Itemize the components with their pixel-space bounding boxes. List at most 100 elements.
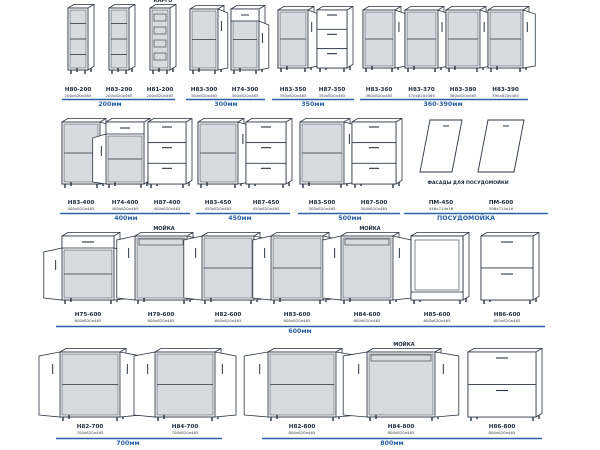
group-label: 360-390мм — [423, 101, 462, 108]
cabinet-size: 600x820x465 — [354, 318, 381, 323]
cabinet-size: 600x820x465 — [494, 318, 521, 323]
cabinet-code: Н86-600 — [494, 312, 521, 318]
cabinet-code: Н84-600 — [354, 312, 381, 318]
cabinet-size: 300x820x465 — [191, 93, 218, 98]
cabinet-code: Н74-300 — [232, 87, 259, 93]
cabinet-note: МОЙКА — [359, 224, 380, 232]
cabinet-size: 450x820x465 — [253, 206, 280, 211]
cabinet-size: 450x820x465 — [205, 206, 232, 211]
facade-size: 446x714x16 — [429, 206, 454, 211]
width-group-посудомойка: ПОСУДОМОЙКА — [404, 212, 548, 222]
cabinet-code: Н84-800 — [388, 424, 415, 430]
cabinet-size: 600x820x465 — [148, 318, 175, 323]
cabinet-code: Н81-200 — [147, 87, 174, 93]
cabinet-code: Н83-500 — [309, 200, 336, 206]
cabinet-code: Н84-700 — [172, 424, 199, 430]
facade-size: 596x714x16 — [489, 206, 514, 211]
cabinet-size: 380x820x465 — [450, 93, 477, 98]
cabinet-size: 600x820x465 — [424, 318, 451, 323]
group-label: ПОСУДОМОЙКА — [437, 213, 495, 222]
width-group-200мм: 200мм — [62, 98, 175, 108]
group-label: 300мм — [214, 101, 237, 108]
width-group-700мм: 700мм — [56, 437, 222, 447]
cabinet-drawings: Н80-200200x820x465Н83-200200x820x465КАРГ… — [38, 0, 543, 435]
cabinet-code: Н83-600 — [284, 312, 311, 318]
cabinet-size: 800x820x465 — [489, 430, 516, 435]
width-group-350мм: 350мм — [272, 98, 354, 108]
cabinet-code: Н80-200 — [65, 87, 92, 93]
cabinet-size: 400x820x465 — [68, 206, 95, 211]
cabinet-size: 350x820x465 — [319, 93, 346, 98]
cabinet-code: Н83-370 — [408, 87, 435, 93]
facade-code: ПМ-450 — [429, 200, 453, 206]
width-group-300мм: 300мм — [186, 98, 265, 108]
cabinet-code: Н83-200 — [106, 87, 133, 93]
cabinet-size: 400x820x465 — [154, 206, 181, 211]
cabinet-size: 350x820x465 — [280, 93, 307, 98]
cabinet-note: КАРГО — [153, 0, 172, 4]
cabinet-code: Н82-600 — [215, 312, 242, 318]
cabinet-size: 200x820x465 — [106, 93, 133, 98]
cabinet-code: Н79-600 — [148, 312, 175, 318]
cabinet-code: Н83-450 — [205, 200, 232, 206]
cabinet-code: Н83-390 — [492, 87, 519, 93]
group-label: 600мм — [288, 328, 311, 335]
cabinet-size: 800x820x465 — [289, 430, 316, 435]
cabinet-size: 800x820x465 — [388, 430, 415, 435]
cabinet-code: Н83-380 — [450, 87, 477, 93]
cabinet-size: 500x820x465 — [309, 206, 336, 211]
cabinet-size: 360x820x465 — [366, 93, 393, 98]
cabinet-size: 200x820x465 — [65, 93, 92, 98]
cabinet-code: Н86-800 — [489, 424, 516, 430]
width-group-600мм: 600мм — [56, 325, 545, 335]
facades-caption: ФАСАДЫ ДЛЯ ПОСУДОМОЙКИ — [427, 178, 508, 186]
cabinet-size: 700x820x465 — [172, 430, 199, 435]
cabinet-size: 600x820x465 — [215, 318, 242, 323]
facade-code: ПМ-600 — [489, 200, 513, 206]
cabinet-note: МОЙКА — [393, 340, 414, 348]
cabinet-code: Н75-600 — [75, 312, 102, 318]
cabinet-code: Н83-300 — [191, 87, 218, 93]
cabinet-code: Н74-400 — [112, 200, 139, 206]
width-group-500мм: 500мм — [298, 212, 400, 222]
cabinet-code: Н87-500 — [361, 200, 388, 206]
dishwasher-facades: ФАСАДЫ ДЛЯ ПОСУДОМОЙКИПМ-450446x714x16ПМ… — [419, 119, 525, 211]
cabinet-size: 700x820x465 — [77, 430, 104, 435]
group-label: 450мм — [228, 215, 251, 222]
cabinet-note: МОЙКА — [153, 224, 174, 232]
cabinet-size: 390x820x465 — [492, 93, 519, 98]
group-label: 800мм — [380, 440, 403, 447]
cabinet-code: Н87-450 — [253, 200, 280, 206]
cabinet-size: 400x820x465 — [112, 206, 139, 211]
group-label: 700мм — [116, 440, 139, 447]
group-label: 200мм — [98, 101, 121, 108]
cabinet-code: Н87-400 — [154, 200, 181, 206]
cabinet-size: 600x820x465 — [75, 318, 102, 323]
cabinet-size: 600x820x465 — [284, 318, 311, 323]
cabinet-code: Н83-400 — [68, 200, 95, 206]
